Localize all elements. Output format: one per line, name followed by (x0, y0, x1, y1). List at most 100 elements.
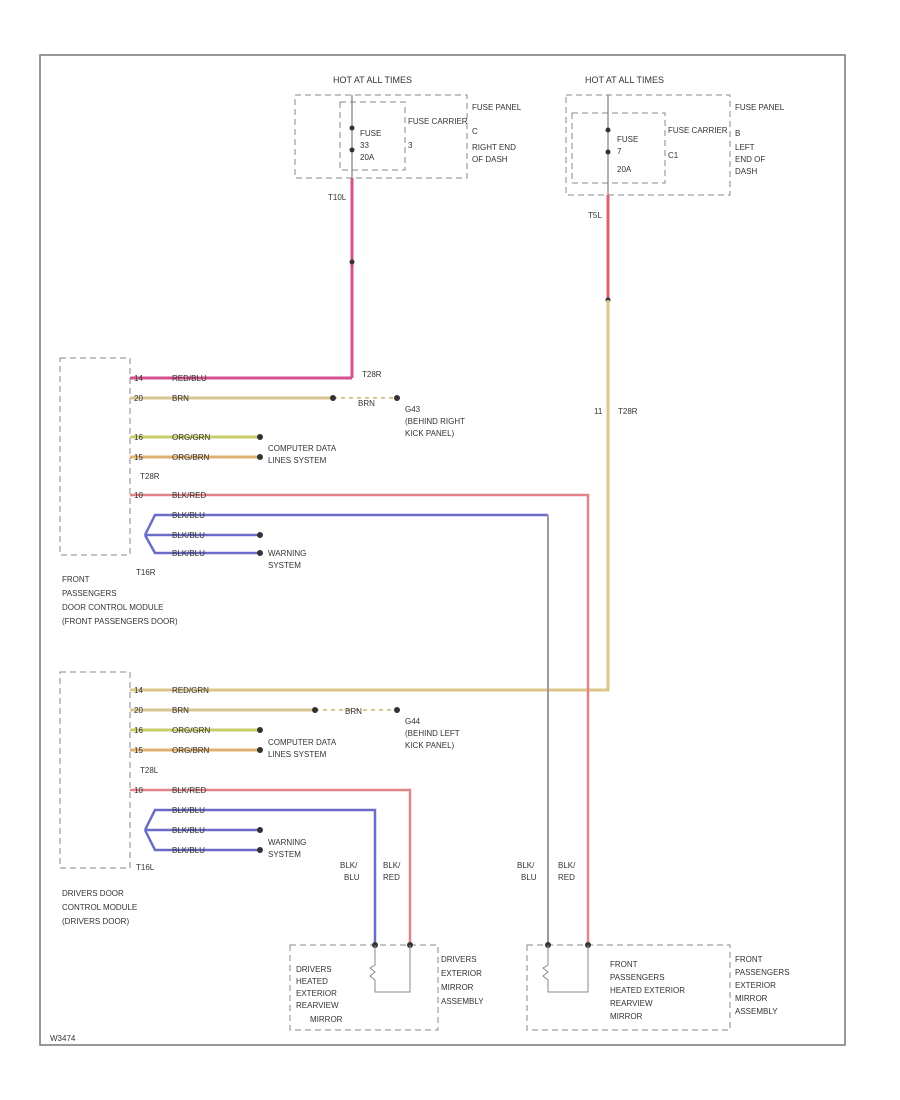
mirror-label: REARVIEW (610, 999, 653, 1008)
wire-blk-blu (143, 829, 260, 852)
wire-color-label: RED (383, 873, 400, 882)
mirror-box (289, 944, 439, 1031)
fuse-carrier-box (571, 112, 666, 184)
fuse-panel-id: B (735, 129, 740, 138)
assembly-label: EXTERIOR (441, 969, 482, 978)
assembly-label: EXTERIOR (735, 981, 776, 990)
pin-label: 16 (134, 726, 143, 735)
wire-color-label: BLU (344, 873, 360, 882)
fuse-number: 7 (617, 147, 622, 156)
ground-dot (394, 395, 400, 401)
connector-label: T28R (362, 370, 382, 379)
assembly-label: ASSEMBLY (441, 997, 484, 1006)
wire-color-label: BLK/BLU (172, 511, 205, 520)
wire-color-label: ORG/BRN (172, 746, 210, 755)
pin-label: 10 (134, 786, 143, 795)
ground-location: KICK PANEL) (405, 741, 455, 750)
wire-blk-red (130, 788, 412, 945)
ground-dot (394, 707, 400, 713)
wire-color-label: BLU (521, 873, 537, 882)
connector-label: T5L (588, 211, 602, 220)
wire-blk-red (130, 493, 590, 945)
fuse-carrier-box (339, 101, 406, 171)
wire-color-label: BRN (358, 399, 375, 408)
wire-color-label: ORG/GRN (172, 433, 210, 442)
wire-color-label: BRN (172, 394, 189, 403)
heater-element-icon (369, 945, 411, 993)
system-label: LINES SYSTEM (268, 750, 327, 759)
fuse-amperage: 20A (360, 153, 375, 162)
diagram-code: W3474 (50, 1034, 76, 1043)
fuse-panel-box (565, 94, 731, 196)
pin-label: 15 (134, 746, 143, 755)
wire-blk-blu (143, 534, 260, 555)
fuse-number: 33 (360, 141, 369, 150)
splice-dot (330, 395, 336, 401)
system-arrow (257, 747, 263, 753)
module-box (59, 671, 131, 869)
module-label: PASSENGERS (62, 589, 117, 598)
mirror-label: MIRROR (610, 1012, 643, 1021)
system-label: COMPUTER DATA (268, 738, 337, 747)
system-arrow (257, 827, 263, 833)
wire-color-label: RED/BLU (172, 374, 207, 383)
assembly-label: FRONT (735, 955, 763, 964)
system-label: LINES SYSTEM (268, 456, 327, 465)
system-label: SYSTEM (268, 561, 301, 570)
heater-element-icon (542, 945, 589, 993)
wire-color-label: BLK/BLU (172, 806, 205, 815)
pin-label: 15 (134, 453, 143, 462)
mirror-label: DRIVERS (296, 965, 332, 974)
module-label: CONTROL MODULE (62, 903, 137, 912)
wire-color-label: BLK/ (517, 861, 535, 870)
connector-label: T28L (140, 766, 159, 775)
fuse-amperage: 20A (617, 165, 632, 174)
fuse-panel-location: END OF (735, 155, 765, 164)
system-arrow (257, 847, 263, 853)
ground-label: G43 (405, 405, 421, 414)
wire-color-label: RED (558, 873, 575, 882)
fuse-carrier-label: FUSE CARRIER (668, 126, 728, 135)
mirror-label: MIRROR (310, 1015, 343, 1024)
connector-label: T28R (618, 407, 638, 416)
fuse-label: FUSE (360, 129, 381, 138)
mirror-label: HEATED (296, 977, 328, 986)
fuse-panel-location: RIGHT END (472, 143, 516, 152)
system-label: WARNING (268, 549, 306, 558)
module-label: DRIVERS DOOR (62, 889, 124, 898)
hot-at-all-times-label: HOT AT ALL TIMES (333, 75, 412, 85)
pin-label: 16 (134, 433, 143, 442)
module-label: DOOR CONTROL MODULE (62, 603, 164, 612)
system-label: WARNING (268, 838, 306, 847)
driver-door-control-module: 14 RED/GRN 20 BRN BRN G44 (BEHIND LEFT K… (59, 671, 460, 945)
connector-label: T16L (136, 863, 155, 872)
mirror-box (526, 944, 731, 1031)
wire-color-label: BLK/ (340, 861, 358, 870)
pin-label: 14 (134, 686, 143, 695)
fuse-label: FUSE (617, 135, 638, 144)
ground-location: KICK PANEL) (405, 429, 455, 438)
system-arrow (257, 550, 263, 556)
fuse-panel-right: HOT AT ALL TIMES FUSE 33 20A FUSE CARRIE… (294, 75, 522, 202)
inline-connector (349, 259, 355, 265)
fuse-panel-label: FUSE PANEL (735, 103, 785, 112)
wire-color-label: BRN (345, 707, 362, 716)
splice-dot (312, 707, 318, 713)
driver-exterior-mirror-assembly: BLK/ BLU BLK/ RED DRIVERS HEATED EXTERIO… (289, 861, 484, 1031)
assembly-label: ASSEMBLY (735, 1007, 778, 1016)
connector-label: T16R (136, 568, 156, 577)
wire-red-grn (130, 300, 610, 692)
fuse-carrier-label: FUSE CARRIER (408, 117, 468, 126)
module-label: (DRIVERS DOOR) (62, 917, 129, 926)
wire-blk-blu (143, 513, 548, 536)
fuse-carrier-id: C1 (668, 151, 679, 160)
pin-label: 10 (134, 491, 143, 500)
pin-label: 11 (594, 407, 603, 416)
module-box (59, 357, 131, 556)
system-arrow (257, 434, 263, 440)
wire-blk-blu (143, 808, 377, 945)
wire-color-label: BLK/RED (172, 491, 206, 500)
fuse-terminal (349, 147, 355, 153)
wire-color-label: BLK/BLU (172, 826, 205, 835)
